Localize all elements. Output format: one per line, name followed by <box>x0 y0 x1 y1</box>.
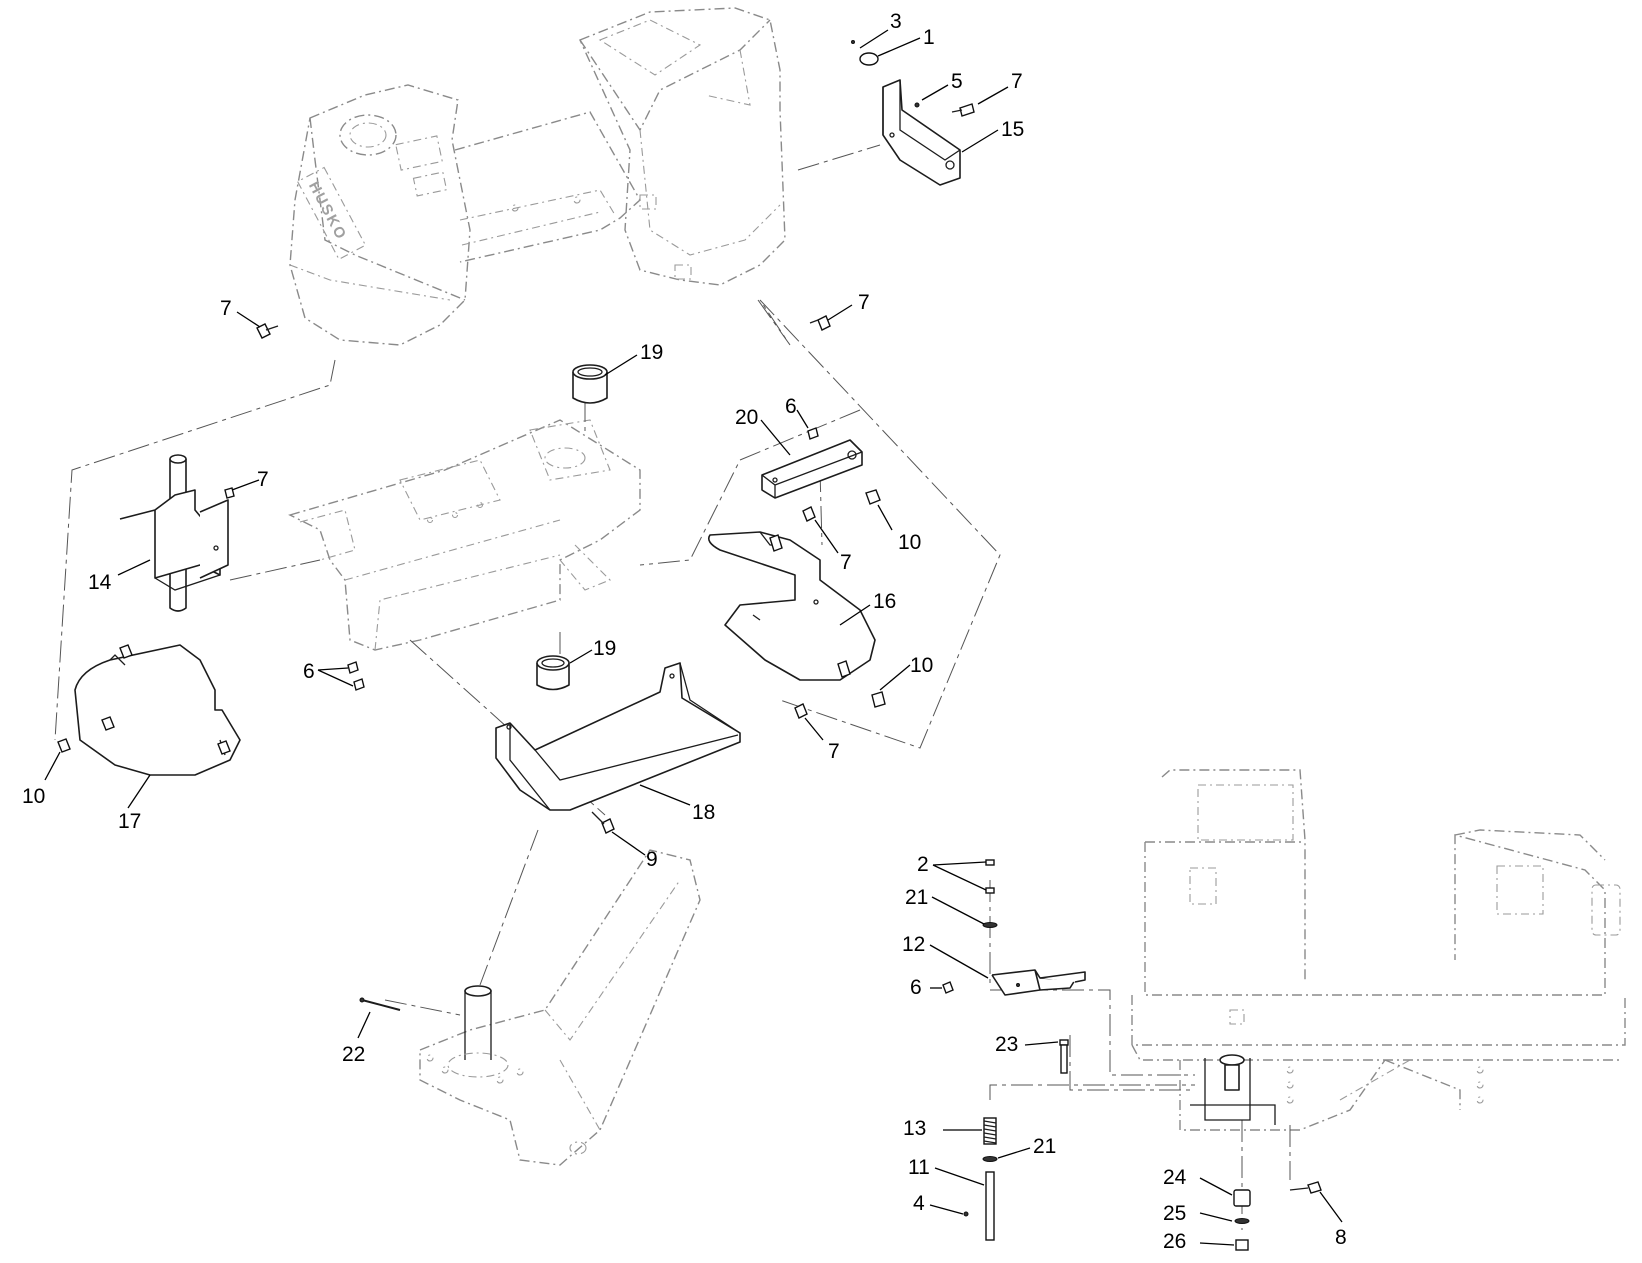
callout-26: 26 <box>1163 1230 1186 1253</box>
part-18-footrest <box>495 662 741 811</box>
callout-19: 19 <box>640 341 663 364</box>
callout-23: 23 <box>995 1033 1018 1056</box>
callout-16: 16 <box>873 590 896 613</box>
callout-7: 7 <box>220 297 232 320</box>
callout-4: 4 <box>913 1192 925 1215</box>
hardware-6-7-10-near-20 <box>802 427 881 522</box>
callout-7: 7 <box>840 551 852 574</box>
callout-13: 13 <box>903 1117 926 1140</box>
callout-19: 19 <box>593 637 616 660</box>
part-15-bracket <box>882 79 961 186</box>
bolt-23 <box>1059 1039 1069 1074</box>
callout-6: 6 <box>303 660 315 683</box>
frame-logo-text: HUSKO <box>305 179 350 244</box>
callout-5: 5 <box>951 70 963 93</box>
callout-9: 9 <box>646 848 658 871</box>
callout-7: 7 <box>257 468 269 491</box>
parts-24-25-26 <box>1233 1189 1251 1251</box>
callout-11: 11 <box>908 1156 930 1179</box>
callout-10: 10 <box>898 531 921 554</box>
callout-2: 2 <box>917 853 929 876</box>
callout-7: 7 <box>828 740 840 763</box>
callout-12: 12 <box>902 933 925 956</box>
callout-24: 24 <box>1163 1166 1187 1189</box>
hardware-1-3-5-7-top <box>851 40 975 117</box>
callout-18: 18 <box>692 801 715 824</box>
part-13-spring <box>983 1117 997 1145</box>
bolt-7-right <box>809 315 831 331</box>
callout-6: 6 <box>910 976 922 999</box>
leader-lines <box>44 29 1343 1246</box>
hardware-7-10-near-16 <box>794 691 886 719</box>
washer-21-bottom <box>982 1156 998 1162</box>
callout-8: 8 <box>1335 1226 1347 1249</box>
part-19-bushing-upper <box>572 364 608 404</box>
ghost-frame-side-view <box>1131 769 1626 1131</box>
callout-15: 15 <box>1001 118 1024 141</box>
ghost-frame-top: HUSKO <box>289 7 786 346</box>
callout-labels: 3 1 5 7 15 7 7 19 6 20 7 14 10 7 16 6 19… <box>22 10 1347 1253</box>
side-view-bracket <box>1190 1054 1276 1125</box>
callout-20: 20 <box>735 406 758 429</box>
bolt-7-left <box>256 323 279 339</box>
callout-7: 7 <box>1011 70 1023 93</box>
part-16-shield <box>707 531 876 681</box>
part-19-bushing-lower <box>536 655 570 691</box>
nuts-6-middle <box>347 661 365 691</box>
callout-22: 22 <box>342 1043 365 1066</box>
callout-3: 3 <box>890 10 902 33</box>
part-12-bracket <box>991 969 1086 996</box>
callout-21: 21 <box>905 886 928 909</box>
pin-4 <box>963 1211 969 1217</box>
part-17-shield <box>57 644 241 776</box>
ghost-frame-middle <box>288 419 641 651</box>
callout-10: 10 <box>910 654 933 677</box>
bolt-9 <box>591 811 615 834</box>
part-14-post-bracket <box>119 454 235 612</box>
callout-6: 6 <box>785 395 797 418</box>
part-20-bracket <box>761 439 863 499</box>
nut-6-bottom <box>942 981 954 994</box>
part-11-rod <box>985 1171 995 1241</box>
callout-10: 10 <box>22 785 45 808</box>
callout-25: 25 <box>1163 1202 1186 1225</box>
callout-14: 14 <box>88 571 112 594</box>
callout-21: 21 <box>1033 1135 1056 1158</box>
ghost-lower-arm <box>419 849 701 1166</box>
bolt-8 <box>1289 1181 1322 1194</box>
callout-1: 1 <box>923 26 935 49</box>
callout-7: 7 <box>858 291 870 314</box>
part-22-pin <box>359 997 401 1011</box>
callout-17: 17 <box>118 810 141 833</box>
